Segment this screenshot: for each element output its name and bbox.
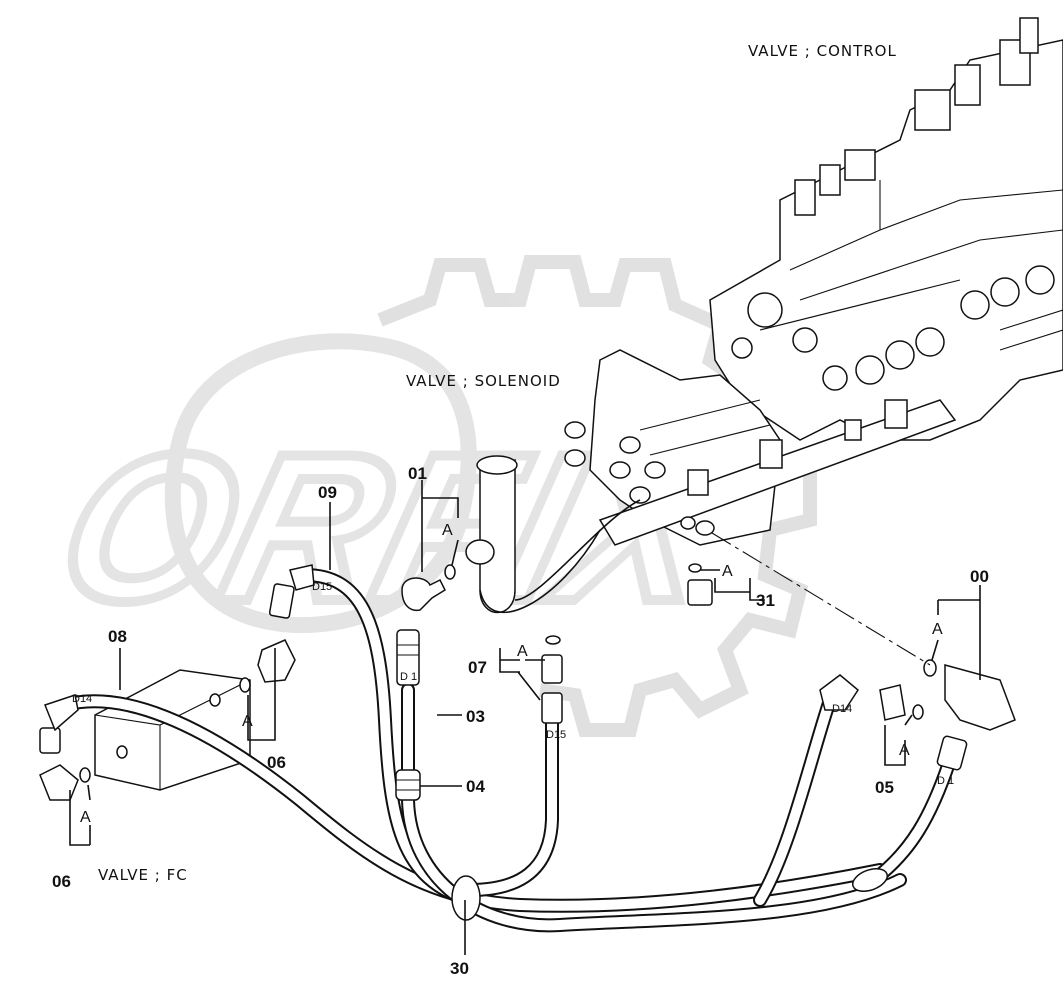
fitting-03-end <box>396 629 420 686</box>
fc-valve-block <box>94 669 251 791</box>
fitting-07 <box>541 654 563 684</box>
part-number-31: 31 <box>756 591 775 610</box>
part-number-06-left: 06 <box>52 872 71 891</box>
part-number-07: 07 <box>468 658 487 677</box>
fitting-01-elbow <box>401 577 446 612</box>
label-valve-solenoid: VALVE ; SOLENOID <box>406 372 561 390</box>
hose-sleeve <box>395 769 421 801</box>
hose-clamp <box>451 875 481 921</box>
hoses <box>58 568 957 933</box>
marker-a-01: A <box>442 522 453 539</box>
fitting-09-end <box>268 583 295 619</box>
part-number-30: 30 <box>450 959 469 978</box>
hose-tag-d14-left: D14 <box>72 693 92 705</box>
part-number-09: 09 <box>318 483 337 502</box>
fitting-d15-mid <box>541 692 563 724</box>
part-number-03: 03 <box>466 707 485 726</box>
marker-a-06-left: A <box>80 809 91 826</box>
hose-tag-d1-right: D 1 <box>937 775 954 787</box>
fittings <box>39 563 1016 801</box>
marker-a-31: A <box>722 563 733 580</box>
solenoid-valve-body <box>564 349 957 546</box>
part-number-05: 05 <box>875 778 894 797</box>
part-number-06-right: 06 <box>267 753 286 772</box>
fitting-06-left <box>39 764 79 801</box>
label-valve-control: VALVE ; CONTROL <box>748 42 897 60</box>
fitting-06-right <box>257 639 296 683</box>
fitting-05 <box>879 684 906 721</box>
part-number-00: 00 <box>970 567 989 586</box>
fitting-31-plug <box>687 579 713 606</box>
watermark-oval <box>164 333 477 634</box>
marker-a-06-right: A <box>242 713 253 730</box>
hose-tag-d14-right: D14 <box>832 703 852 715</box>
part-number-04: 04 <box>466 777 485 796</box>
hose-tag-d1-mid: D 1 <box>400 671 417 683</box>
marker-a-05: A <box>899 742 910 759</box>
label-valve-fc: VALVE ; FC <box>98 866 188 884</box>
marker-a-00: A <box>932 621 943 638</box>
fitting-00-tee <box>944 664 1016 731</box>
control-valve-body <box>709 17 1063 441</box>
hose-tag-d15-mid: D15 <box>546 729 566 741</box>
marker-a-07: A <box>517 643 528 660</box>
solenoid-pipe <box>465 455 641 614</box>
hose-tag-d15-top: D15 <box>312 581 332 593</box>
leader-lines <box>69 480 981 955</box>
fitting-d14-right <box>819 674 859 711</box>
part-number-08: 08 <box>108 627 127 646</box>
part-number-01: 01 <box>408 464 427 483</box>
